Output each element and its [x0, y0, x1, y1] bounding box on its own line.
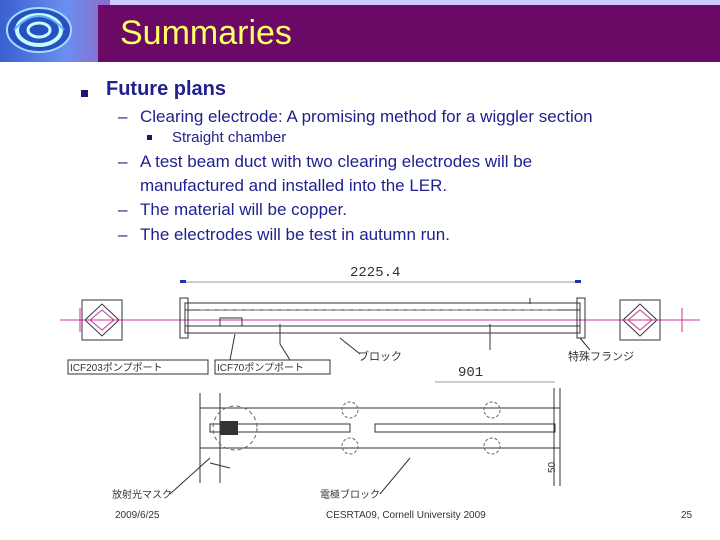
- pump-port-2-label: ICF70ポンプポート: [217, 362, 304, 374]
- block-label: ブロック: [358, 349, 402, 363]
- leader-line: [579, 337, 591, 351]
- bullet-point: The electrodes will be test in autumn ru…: [140, 225, 450, 244]
- mid-dimension-label: 901: [458, 365, 483, 381]
- pump-port-1-label: ICF203ポンプポート: [70, 362, 163, 374]
- duct-plan-view: [199, 388, 561, 486]
- footer-date: 2009/6/25: [115, 510, 160, 521]
- dash-marker: –: [118, 200, 128, 219]
- pump-port-2-box: [214, 359, 331, 375]
- leader-line: [229, 333, 236, 361]
- slide-title: Summaries: [120, 14, 292, 52]
- right-dimension-label: 50: [547, 461, 558, 473]
- leader-line: [379, 457, 411, 495]
- sub-point: Straight chamber: [172, 129, 287, 146]
- kek-logo-icon: [6, 7, 72, 53]
- title-bar: [98, 5, 720, 62]
- pump-port-1-box: [67, 359, 209, 375]
- bullet-point: A test beam duct with two clearing elect…: [140, 152, 533, 171]
- bullet-marker: [81, 90, 88, 97]
- leader-line: [279, 343, 291, 361]
- left-cross-section: [81, 299, 123, 341]
- dim-tick: [575, 280, 581, 283]
- dim-tick: [180, 280, 186, 283]
- dash-marker: –: [118, 107, 128, 126]
- bullet-point-continued: manufactured and installed into the LER.: [140, 176, 448, 195]
- top-dimension-label: 2225.4: [350, 265, 400, 281]
- dash-marker: –: [118, 225, 128, 244]
- dash-marker: –: [118, 152, 128, 171]
- page-number: 25: [681, 510, 693, 521]
- leader-line: [169, 457, 211, 495]
- section-heading: Future plans: [106, 78, 227, 100]
- bullet-point: Clearing electrode: A promising method f…: [140, 107, 593, 126]
- sub-bullet-marker: [147, 135, 152, 140]
- beam-duct-drawing: 2225.4 ICF203ポンプポート ICF70ポンプポート ブロック: [60, 265, 700, 501]
- flange-label: 特殊フランジ: [568, 349, 634, 363]
- leader-line: [339, 337, 361, 355]
- electrode-block-label: 電極ブロック: [320, 488, 380, 501]
- bullet-point: The material will be copper.: [140, 200, 347, 219]
- right-cross-section: [619, 299, 661, 341]
- mask-label: 放射光マスク: [112, 488, 172, 501]
- duct-side-view: [179, 297, 586, 350]
- footer-venue: CESRTA09, Cornell University 2009: [326, 510, 486, 521]
- title-bar-top-stripe: [98, 0, 720, 5]
